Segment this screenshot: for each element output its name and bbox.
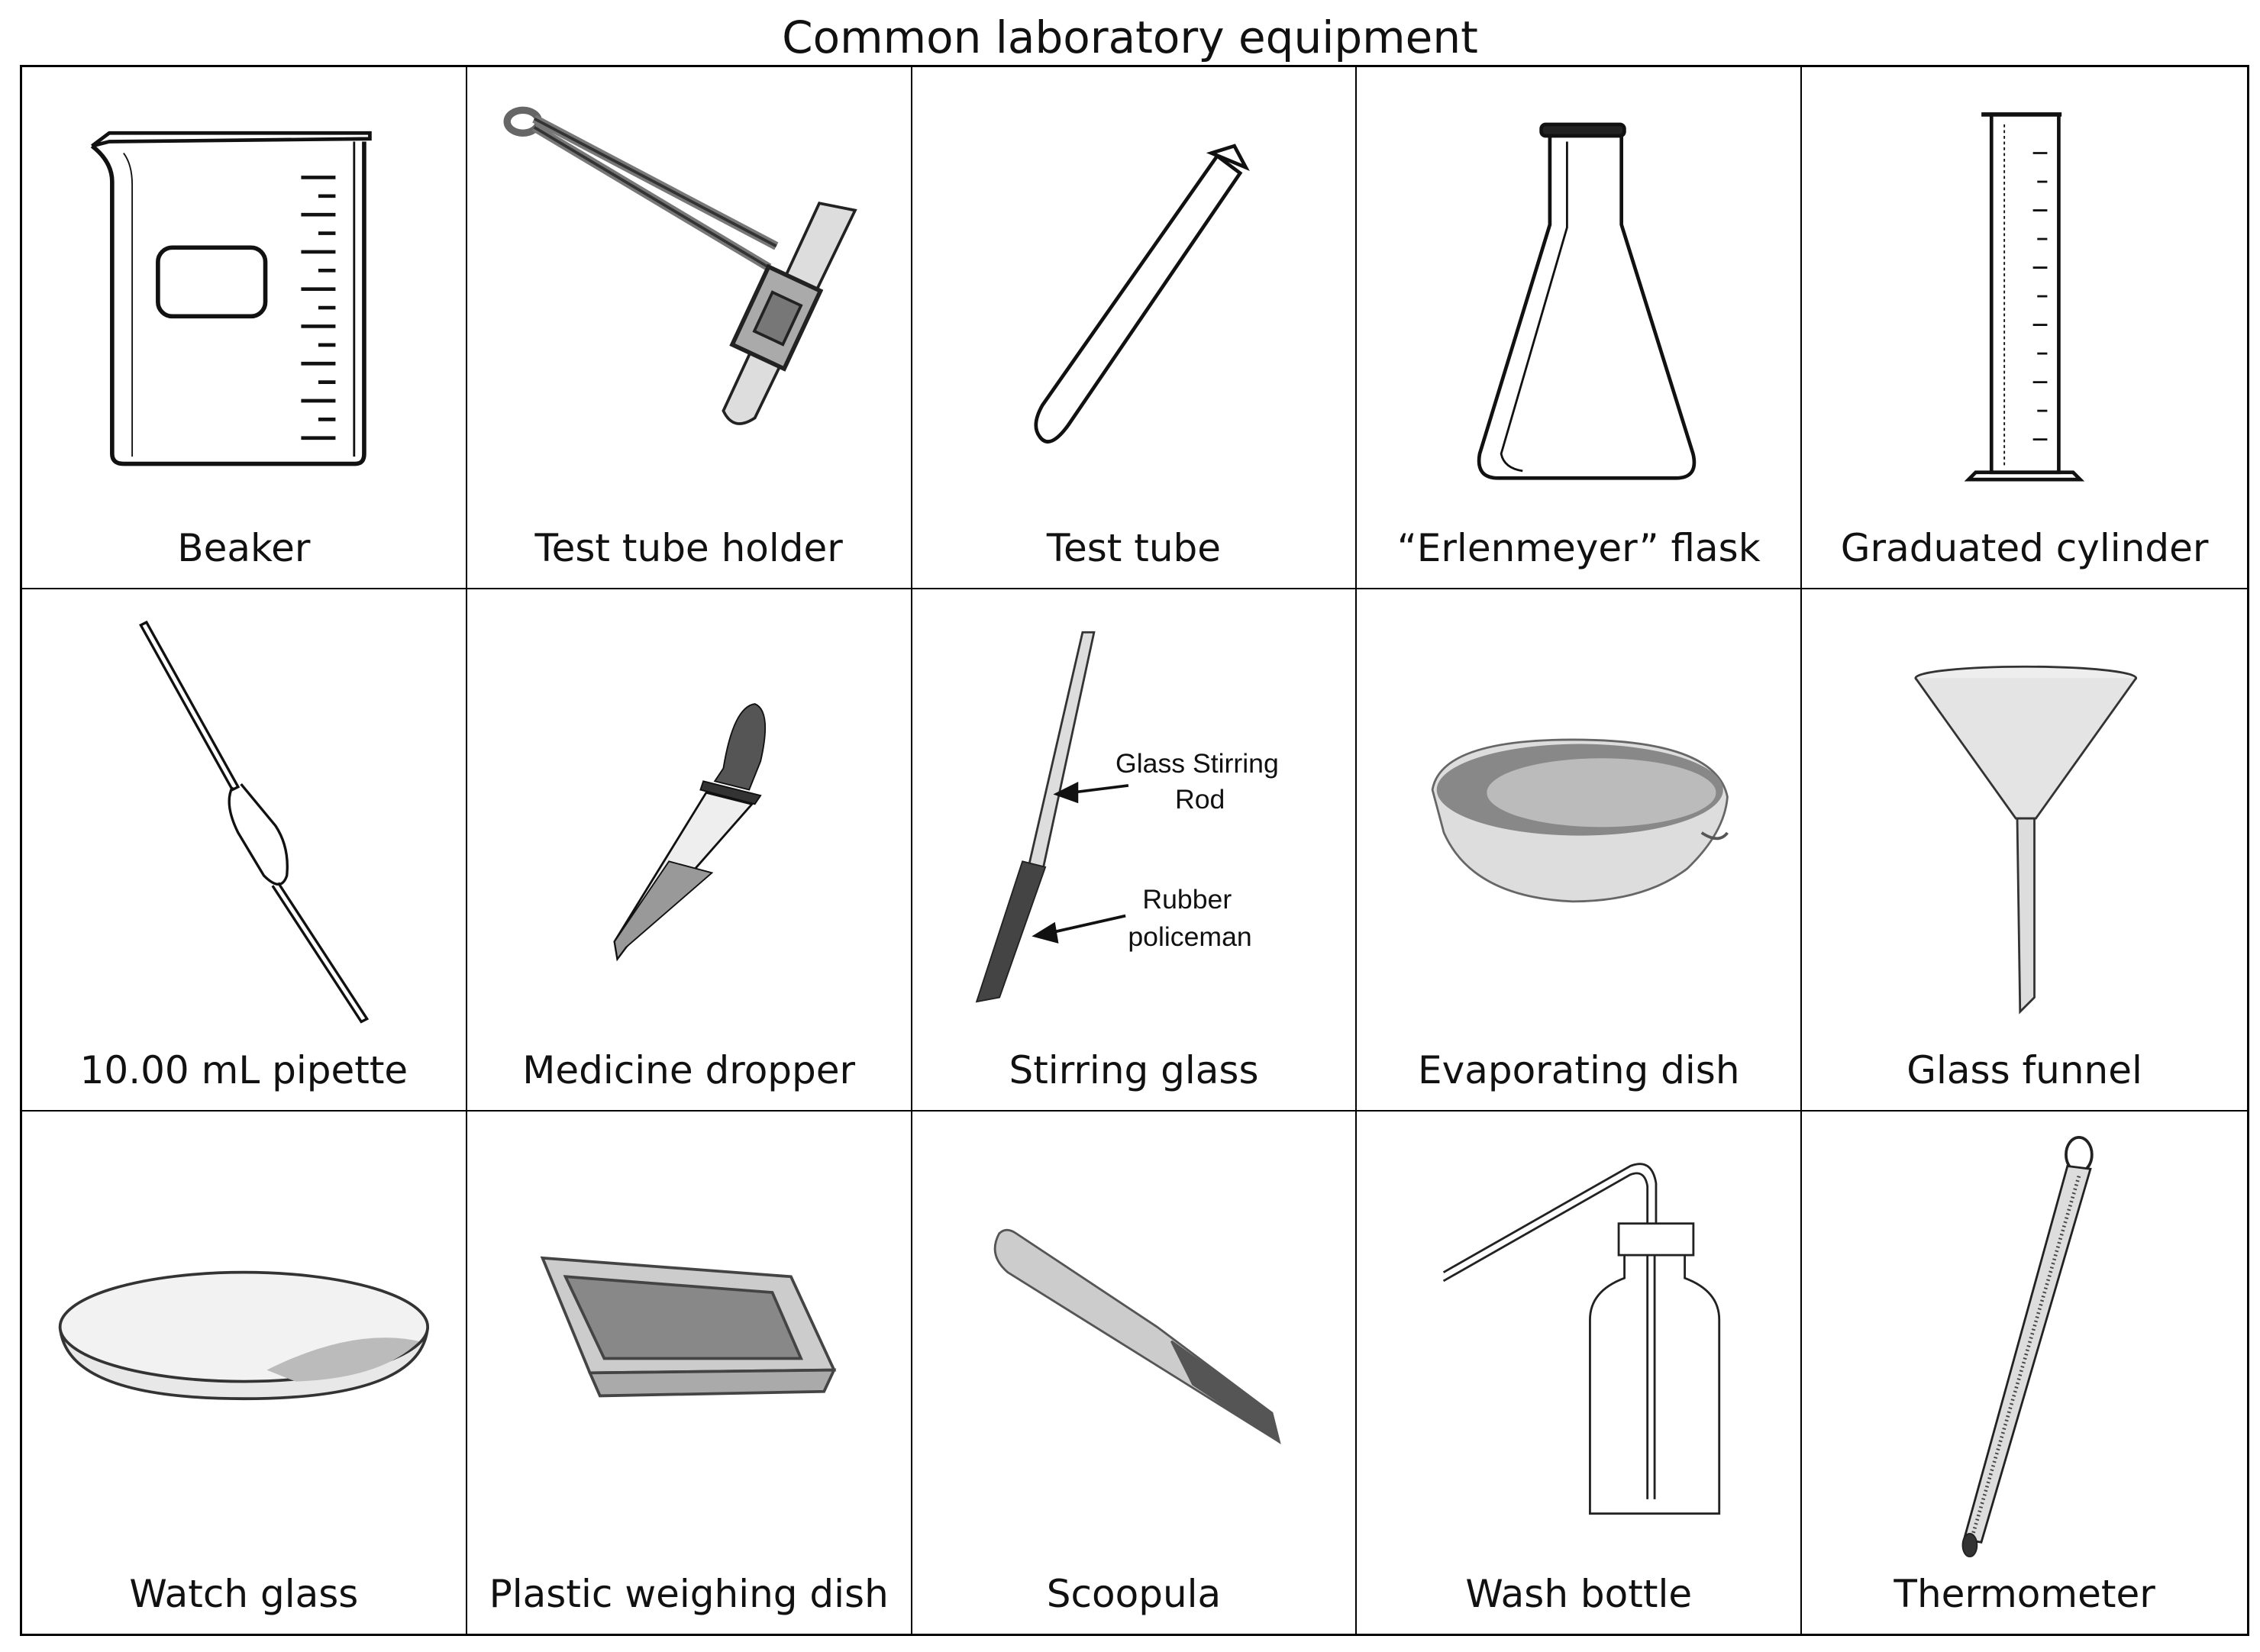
annotation-policeman: policeman xyxy=(1128,921,1251,952)
label-glass-funnel: Glass funnel xyxy=(1906,1048,2142,1092)
label-thermometer: Thermometer xyxy=(1894,1572,2155,1616)
cell-erlenmeyer-flask: “Erlenmeyer” flask xyxy=(1357,67,1803,589)
label-watch-glass: Watch glass xyxy=(129,1572,359,1616)
cell-pipette: 10.00 mL pipette xyxy=(22,589,467,1112)
test-tube-holder-icon xyxy=(503,106,857,425)
graduated-cylinder-icon xyxy=(1964,112,2085,482)
wash-bottle-icon xyxy=(1443,1163,1721,1515)
scoopula-icon xyxy=(993,1228,1281,1444)
cell-glass-funnel: Glass funnel xyxy=(1802,589,2247,1112)
cell-weighing-dish: Plastic weighing dish xyxy=(467,1112,912,1634)
cell-test-tube-holder: Test tube holder xyxy=(467,67,912,589)
label-evaporating-dish: Evaporating dish xyxy=(1418,1048,1740,1092)
evaporating-dish-icon xyxy=(1432,738,1729,903)
cell-wash-bottle: Wash bottle xyxy=(1357,1112,1803,1634)
label-medicine-dropper: Medicine dropper xyxy=(522,1048,856,1092)
annotation-glass-stirring: Glass Stirring xyxy=(1115,748,1279,779)
label-beaker: Beaker xyxy=(177,526,311,570)
weighing-dish-icon xyxy=(540,1256,837,1398)
label-weighing-dish: Plastic weighing dish xyxy=(489,1572,889,1616)
label-wash-bottle: Wash bottle xyxy=(1465,1572,1693,1616)
annotation-rubber: Rubber xyxy=(1142,884,1232,915)
label-pipette: 10.00 mL pipette xyxy=(79,1048,408,1092)
cell-evaporating-dish: Evaporating dish xyxy=(1357,589,1803,1112)
label-test-tube: Test tube xyxy=(1046,526,1222,570)
cell-medicine-dropper: Medicine dropper xyxy=(467,589,912,1112)
test-tube-icon xyxy=(1034,144,1250,444)
cell-graduated-cylinder: Graduated cylinder xyxy=(1802,67,2247,589)
cell-thermometer: Thermometer xyxy=(1802,1112,2247,1634)
funnel-icon xyxy=(1914,665,2138,1015)
label-erlenmeyer-flask: “Erlenmeyer” flask xyxy=(1396,526,1761,570)
label-graduated-cylinder: Graduated cylinder xyxy=(1840,526,2209,570)
cell-scoopula: Scoopula xyxy=(912,1112,1358,1634)
pipette-icon xyxy=(139,620,370,1024)
watch-glass-icon xyxy=(58,1270,430,1401)
equipment-grid: Beaker Test tube holder Test tube “Erlen… xyxy=(20,65,2249,1636)
cell-watch-glass: Watch glass xyxy=(22,1112,467,1634)
erlenmeyer-flask-icon xyxy=(1477,122,1697,480)
label-test-tube-holder: Test tube holder xyxy=(534,526,843,570)
label-scoopula: Scoopula xyxy=(1046,1572,1222,1616)
thermometer-icon xyxy=(1961,1135,2094,1558)
page-title: Common laboratory equipment xyxy=(782,11,1478,63)
cell-beaker: Beaker xyxy=(22,67,467,589)
cell-stirring-glass: Glass Stirring Rod Rubber policeman Stir… xyxy=(912,589,1358,1112)
stirring-rod-icon: Glass Stirring Rod Rubber policeman xyxy=(975,631,1279,1003)
cell-test-tube: Test tube xyxy=(912,67,1358,589)
label-stirring-glass: Stirring glass xyxy=(1009,1048,1259,1092)
beaker-icon xyxy=(90,131,372,466)
annotation-rod: Rod xyxy=(1175,784,1225,815)
dropper-icon xyxy=(613,703,766,962)
